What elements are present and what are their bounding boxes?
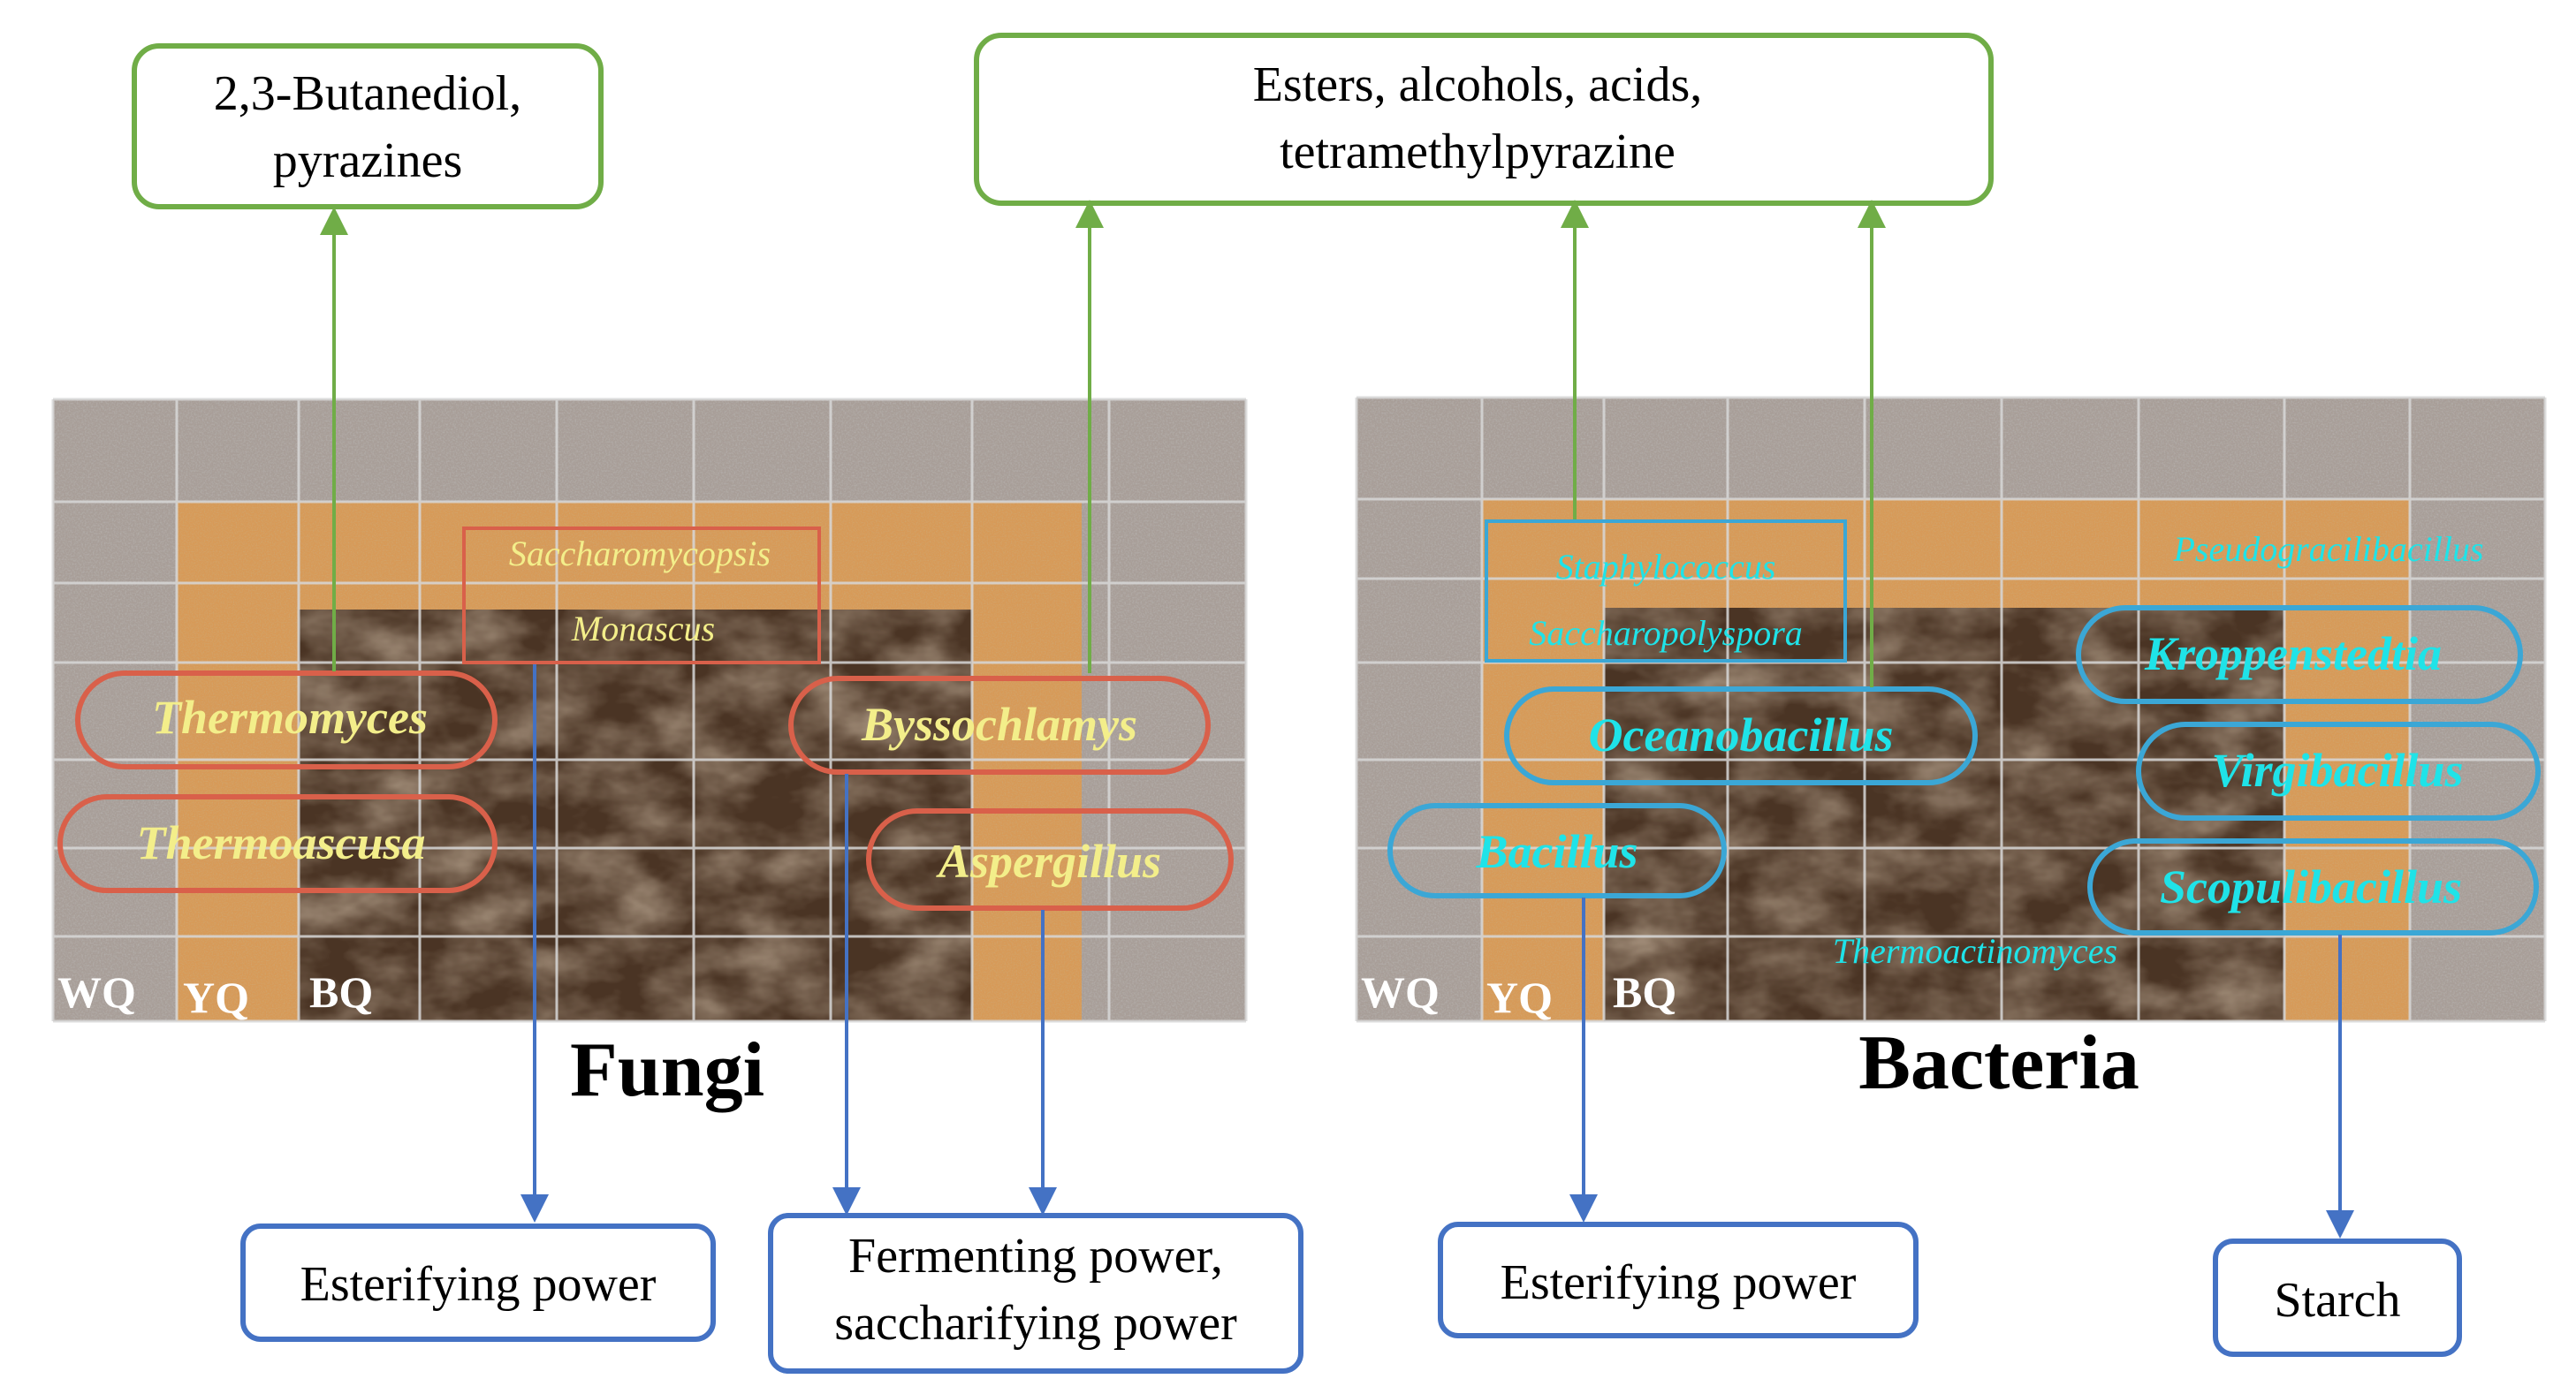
function-line-1: Fermenting power, <box>848 1229 1223 1284</box>
zone-label-bq: BQ <box>309 967 373 1017</box>
function-box-starch: Starch <box>2213 1239 2462 1357</box>
genus-scopulibacillus: Scopulibacillus <box>2160 860 2462 913</box>
outcome-line-1: 2,3-Butanediol, <box>214 66 521 121</box>
genus-oval-bacillus <box>1387 803 1727 898</box>
minor-genera-box <box>462 527 821 664</box>
genus-staphylococcus: Staphylococcus <box>1556 547 1776 587</box>
genus-saccharomycopsis: Saccharomycopsis <box>509 534 771 573</box>
genus-oval-oceanobacillus <box>1504 686 1978 785</box>
genus-virgibacillus: Virgibacillus <box>2211 744 2463 797</box>
bacteria-pit-image <box>1355 396 2547 1023</box>
genus-saccharopolyspora: Saccharopolyspora <box>1529 613 1803 653</box>
grid-lines <box>1355 396 2547 1023</box>
function-label: Esterifying power <box>300 1257 657 1312</box>
genus-oval-scopulibacillus <box>2087 838 2539 936</box>
bacteria-panel: WQ YQ BQ Staphylococcus Saccharopolyspor… <box>1355 396 2547 1106</box>
genus-pseudogracilibacillus: Pseudogracilibacillus <box>2172 529 2483 569</box>
grid-lines <box>51 398 1248 1023</box>
genus-oceanobacillus: Oceanobacillus <box>1589 708 1894 761</box>
function-label: Starch <box>2274 1273 2400 1328</box>
function-label: Esterifying power <box>1501 1255 1857 1310</box>
function-box-esterifying-fungi: Esterifying power <box>240 1224 716 1342</box>
zone-label-yq: YQ <box>1486 973 1553 1022</box>
minor-genera-box <box>1485 519 1847 663</box>
function-line-2: saccharifying power <box>834 1296 1237 1351</box>
zone-label-wq: WQ <box>57 967 136 1017</box>
genus-thermoascusa: Thermoascusa <box>136 816 425 869</box>
panel-title-fungi: Fungi <box>570 1027 764 1113</box>
green-arrows <box>320 200 1886 687</box>
genus-aspergillus: Aspergillus <box>936 835 1161 888</box>
genus-oval-byssochlamys <box>788 676 1211 775</box>
genus-oval-thermoascusa <box>57 794 498 893</box>
zone-label-wq: WQ <box>1361 967 1440 1017</box>
genus-kroppenstedtia: Kroppenstedtia <box>2144 627 2442 680</box>
outcome-line-1: Esters, alcohols, acids, <box>1253 57 1703 112</box>
genus-thermoactinomyces: Thermoactinomyces <box>1833 931 2117 971</box>
zone-label-bq: BQ <box>1613 967 1676 1017</box>
genus-oval-thermomyces <box>75 670 498 769</box>
zone-label-yq: YQ <box>183 973 249 1022</box>
genus-bacillus: Bacillus <box>1475 825 1638 878</box>
genus-byssochlamys: Byssochlamys <box>861 698 1137 751</box>
genus-oval-virgibacillus <box>2136 722 2541 821</box>
genus-oval-aspergillus <box>866 808 1234 911</box>
panel-title-bacteria: Bacteria <box>1858 1020 2139 1106</box>
outcome-line-2: pyrazines <box>273 133 463 188</box>
function-box-fermenting: Fermenting power, saccharifying power <box>768 1213 1303 1374</box>
outcome-box-butanediol: 2,3-Butanediol, pyrazines <box>132 43 604 209</box>
blue-arrows <box>521 664 2354 1239</box>
genus-monascus: Monascus <box>571 609 715 648</box>
fungi-pit-image <box>51 398 1248 1023</box>
genus-thermomyces: Thermomyces <box>152 691 428 744</box>
outcome-line-2: tetramethylpyrazine <box>1280 125 1676 179</box>
outcome-box-esters: Esters, alcohols, acids, tetramethylpyra… <box>974 33 1994 206</box>
fungi-panel: WQ YQ BQ Saccharomycopsis Monascus Therm… <box>51 398 1248 1113</box>
genus-oval-kroppenstedtia <box>2076 605 2523 704</box>
function-box-esterifying-bacteria: Esterifying power <box>1438 1222 1919 1338</box>
